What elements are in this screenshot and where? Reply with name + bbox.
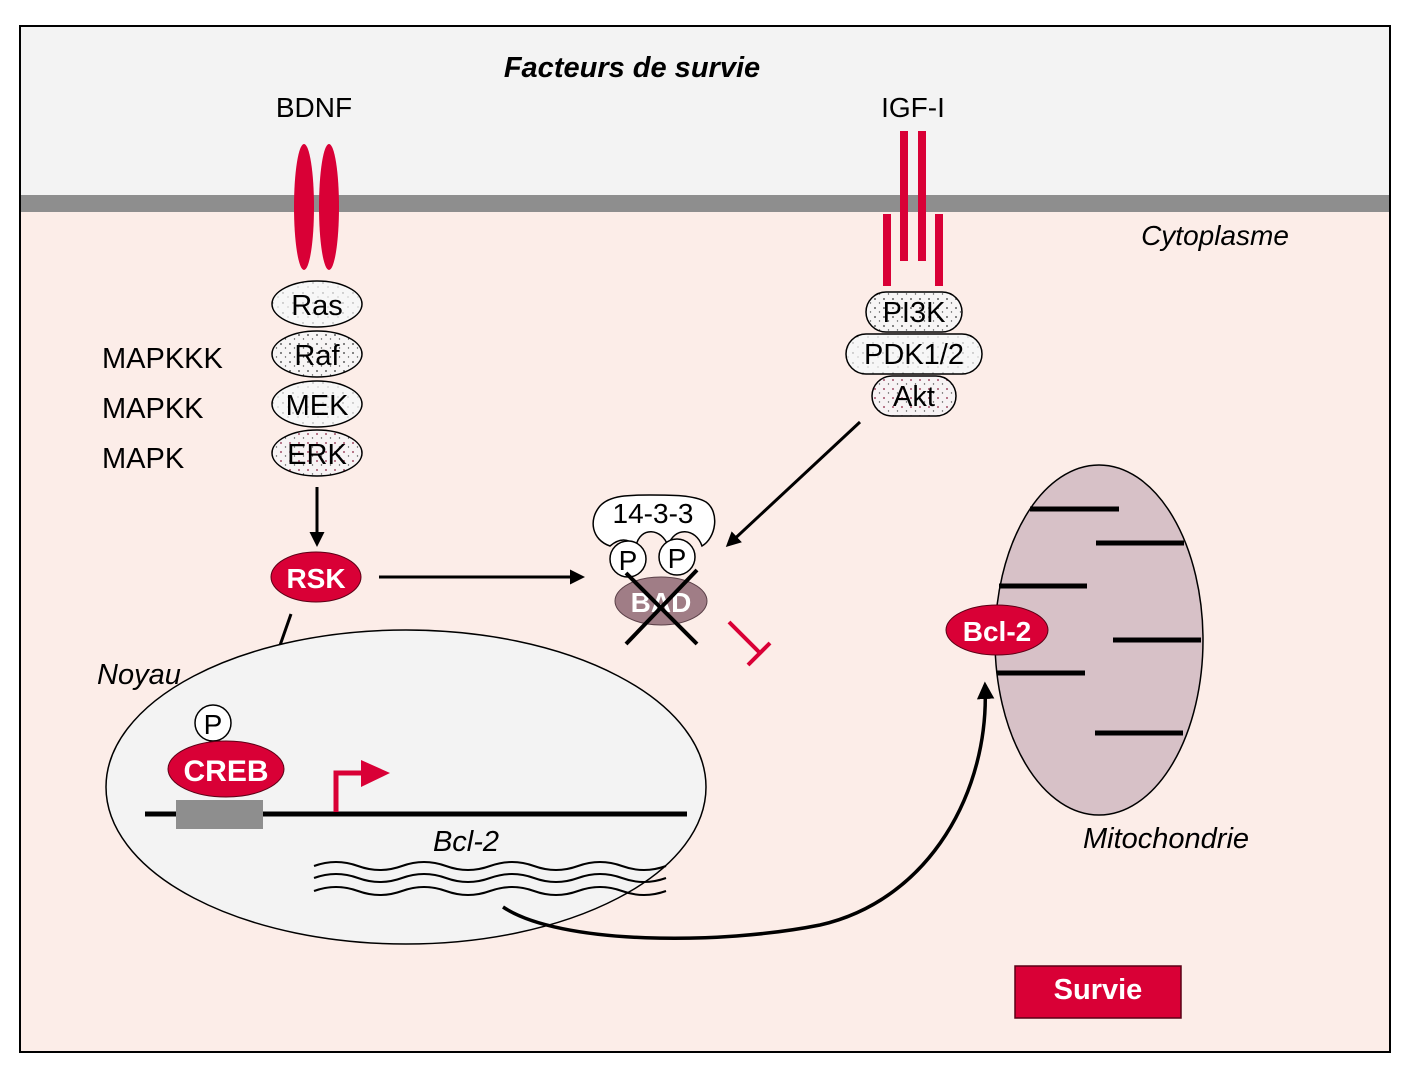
survival-outcome-box [1014, 965, 1182, 1019]
bad-label: BAD [631, 587, 692, 618]
pdk-node [845, 333, 983, 375]
pdk-label: PDK1/2 [864, 339, 964, 371]
pi3k-cascade: PI3K PDK1/2 Akt [845, 291, 983, 417]
bad-phospho-label-1: P [619, 545, 638, 576]
creb-node [167, 740, 285, 798]
diagram-title: Facteurs de survie [504, 52, 760, 84]
rsk-node [270, 551, 362, 603]
ligand-bdnf-label: BDNF [276, 92, 352, 123]
diagram-frame [19, 25, 1391, 1053]
raf-label: Raf [294, 340, 340, 372]
transcription-start-icon [333, 760, 390, 812]
bad-phospho-label-2: P [668, 543, 687, 574]
mek-node [271, 380, 363, 428]
ras-node [271, 280, 363, 328]
mrna-transcripts-icon [313, 861, 667, 896]
cytoplasm-label: Cytoplasme [1141, 220, 1289, 251]
igf1-receptor [883, 131, 943, 286]
ras-label: Ras [291, 290, 343, 322]
adaptor-14-3-3-label: 14-3-3 [613, 498, 694, 529]
akt-node [871, 375, 957, 417]
trkb-receptor [294, 144, 339, 270]
bcl2-protein-node [945, 604, 1049, 656]
nucleus-label: Noyau [97, 659, 181, 691]
inactivated-cross-icon [624, 568, 699, 646]
bad-node [614, 576, 708, 626]
rsk-label: RSK [286, 563, 345, 594]
creb-phospho-label: P [204, 709, 223, 740]
pi3k-node [865, 291, 963, 333]
mapkkk-label: MAPKKK [102, 343, 224, 375]
bad-phospho-circle-2 [658, 538, 696, 576]
inhibition-icon [727, 620, 772, 667]
creb-phospho-circle [194, 704, 232, 742]
nucleus [105, 629, 707, 945]
creb-label: CREB [183, 755, 268, 788]
mapk-label: MAPK [102, 443, 185, 475]
bcl2-translocation-arrow [502, 681, 995, 941]
bcl2-gene-label: Bcl-2 [433, 826, 499, 858]
plasma-membrane [20, 195, 1390, 212]
akt-label: Akt [893, 381, 935, 413]
extracellular-space [20, 26, 1390, 196]
mapkk-label: MAPKK [102, 393, 204, 425]
raf-node [271, 330, 363, 378]
mitochondrial-cristae [997, 506, 1201, 736]
mitochondrion-label: Mitochondrie [1083, 823, 1249, 855]
erk-node [271, 429, 363, 477]
bad-complex: 14-3-3 BAD P P [592, 494, 716, 646]
bcl2-protein-label: Bcl-2 [963, 616, 1031, 647]
akt-to-bad-arrow [725, 420, 862, 548]
ligand-igf-label: IGF-I [881, 92, 945, 123]
pi3k-label: PI3K [883, 297, 947, 329]
erk-label: ERK [287, 439, 347, 471]
cre-promoter-element [176, 800, 263, 829]
survival-outcome-label: Survie [1054, 974, 1143, 1006]
mapk-cascade: Ras Raf MEK ERK [271, 280, 363, 477]
adaptor-14-3-3-node [592, 494, 716, 549]
mek-label: MEK [286, 390, 350, 422]
